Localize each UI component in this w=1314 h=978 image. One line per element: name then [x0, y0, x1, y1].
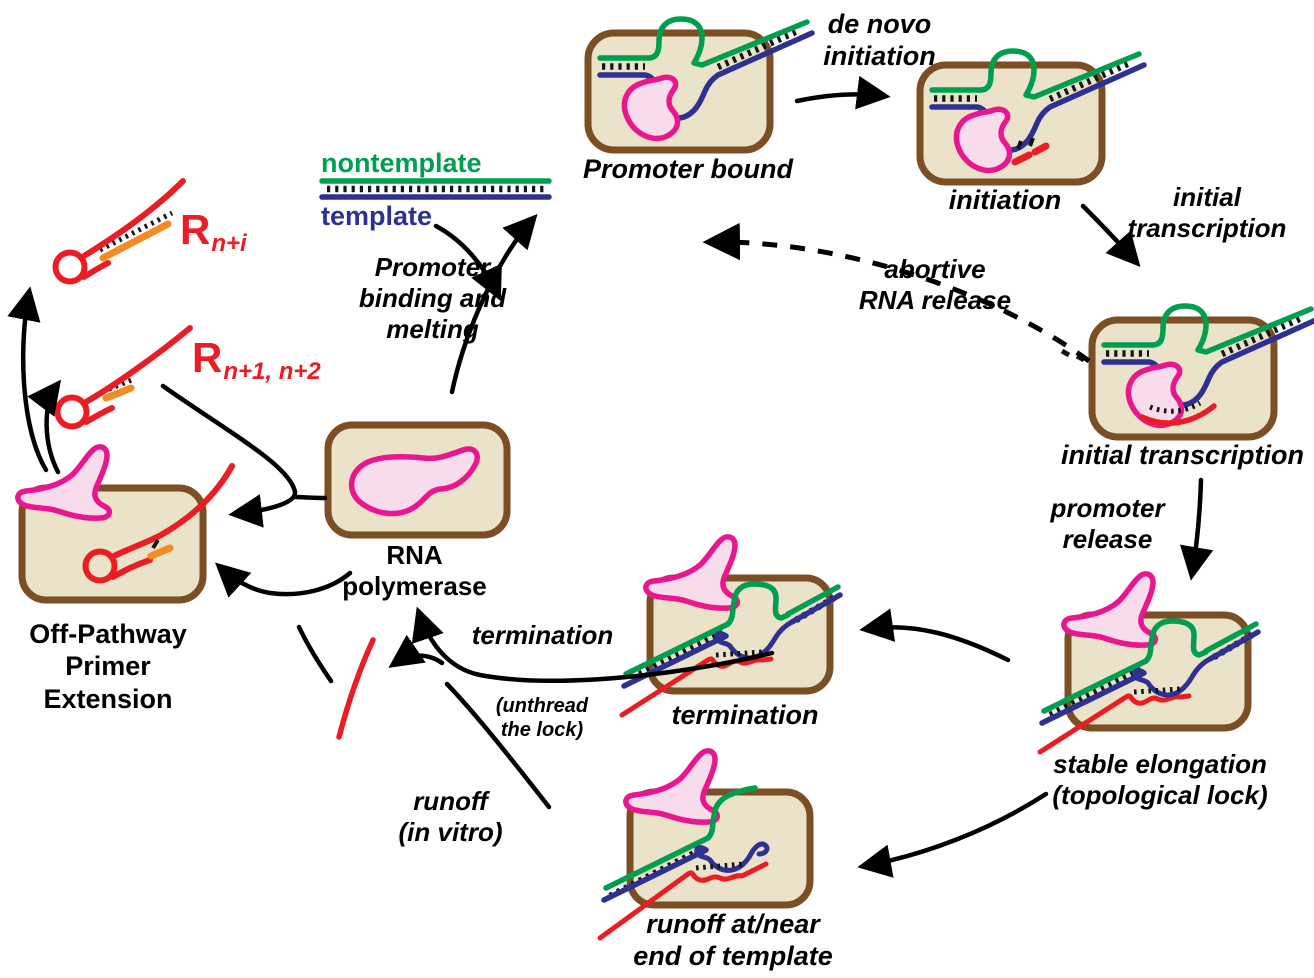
- arrow-into-off-pathway-lower: [215, 562, 353, 598]
- rna-polymerase-box: [324, 421, 511, 539]
- abortive-tick: [1016, 140, 1023, 150]
- off-pathway-complex: [18, 447, 235, 604]
- basepair-tick: [151, 538, 160, 550]
- nontemplate-strand-lower: [603, 835, 711, 891]
- abortive-tick: [1028, 137, 1035, 147]
- state-initial-transcription: initial transcription: [1060, 440, 1305, 470]
- rna-product-short-label: Rn+1, n+2: [192, 334, 321, 385]
- arrow-to-rna-extended: [7, 286, 49, 473]
- rna-product-short: [54, 325, 193, 430]
- state-termination: termination: [671, 700, 819, 730]
- initiation-complex: [920, 51, 1144, 182]
- transition-promoter-release: promoter release: [1050, 493, 1165, 555]
- arrow-elongation-to-termination: [859, 608, 1011, 663]
- rna-transcript: [597, 861, 769, 941]
- primer-segment: [102, 384, 135, 402]
- hybrid-ticks: [695, 861, 745, 871]
- transition-abortive-rna-release: abortive RNA release: [858, 254, 1012, 316]
- r-subscript: n+i: [211, 230, 247, 257]
- arrow-into-off-pathway-upper: [160, 383, 298, 528]
- binding-reverse-arrow: [433, 223, 502, 302]
- rna-hairpin-loop: [52, 249, 88, 285]
- nascent-rna: [1139, 403, 1217, 426]
- state-off-pathway: Off-Pathway Primer Extension: [29, 619, 187, 714]
- state-stable-elongation: stable elongation (topological lock): [1052, 749, 1268, 811]
- template-strand-label: template: [321, 201, 433, 231]
- arrow-elongation-to-runoff: [857, 791, 1049, 878]
- arrow-promoter-bound-to-initiation: [794, 75, 891, 110]
- upstream-tick: [1060, 348, 1071, 358]
- arrow-runoff-recycle-tail: [444, 681, 552, 810]
- transition-initial-transcription: initial transcription: [1127, 182, 1287, 244]
- abortive-rna-dash: [1011, 151, 1033, 166]
- rna-stem: [83, 405, 115, 425]
- primer-segment: [99, 220, 172, 262]
- transition-unthread-the-lock: (unthread the lock): [495, 695, 589, 741]
- rna-polymerase-flask: [18, 447, 110, 518]
- free-promoter-duplex: [319, 178, 552, 200]
- rna-strand: [83, 325, 193, 405]
- arrow-promoter-release: [1179, 477, 1214, 581]
- rna-hairpin-loop: [54, 394, 90, 430]
- transition-termination: termination: [471, 620, 614, 650]
- r-subscript: n+1, n+2: [223, 358, 321, 385]
- primer-segment: [147, 544, 174, 560]
- promoter-bound-complex: [588, 19, 812, 150]
- transition-de-novo-initiation: de novo initiation: [823, 9, 936, 72]
- nontemplate-end: [705, 785, 758, 841]
- released-rna-arc: [336, 637, 376, 740]
- arrow-released-rna: [388, 634, 445, 668]
- rna-hairpin-loop: [82, 548, 118, 584]
- abortive-rna-dash: [1031, 142, 1050, 156]
- rna-product-extended: [52, 178, 186, 285]
- rna-hairpin-strand: [109, 463, 235, 560]
- arrow-abortive-rna-release: [702, 222, 1091, 364]
- r-base: R: [192, 334, 223, 381]
- arrow-to-rna-short: [27, 379, 62, 475]
- rna-hairpin-stem: [110, 557, 153, 580]
- rna-product-extended-label: Rn+i: [180, 206, 247, 257]
- rna-polymerase-flask: [626, 751, 718, 822]
- nontemplate-strand-label: nontemplate: [321, 148, 482, 178]
- r-base: R: [180, 206, 211, 253]
- promoter-binding-arrows: [433, 213, 538, 395]
- rna-polymerase-blob: [348, 446, 480, 517]
- rna-stem: [81, 260, 111, 280]
- arrow-detail-segment: [296, 624, 334, 684]
- template-strand-lower: [601, 847, 709, 903]
- template-end: [694, 841, 770, 873]
- initial-transcription-complex: [1060, 306, 1314, 437]
- rna-strand: [81, 178, 186, 259]
- state-runoff: runoff at/near end of template: [633, 909, 833, 972]
- runoff-complex: [597, 751, 814, 941]
- state-initiation: initiation: [948, 185, 1062, 215]
- arrow-termination-recycle: [411, 606, 775, 683]
- transition-promoter-binding-melting: Promoter binding and melting: [358, 252, 507, 345]
- arrow-initiation-to-initial-transcription: [1080, 203, 1141, 268]
- transition-runoff-in-vitro: runoff (in vitro): [398, 786, 503, 848]
- cycle-arrows: [7, 75, 1214, 878]
- arrow-rnap-connector: [291, 494, 328, 501]
- state-rna-polymerase: RNA polymerase: [342, 540, 487, 602]
- state-promoter-bound: Promoter bound: [583, 154, 793, 184]
- termination-complex: [622, 537, 840, 715]
- stable-elongation-complex: [1040, 574, 1258, 752]
